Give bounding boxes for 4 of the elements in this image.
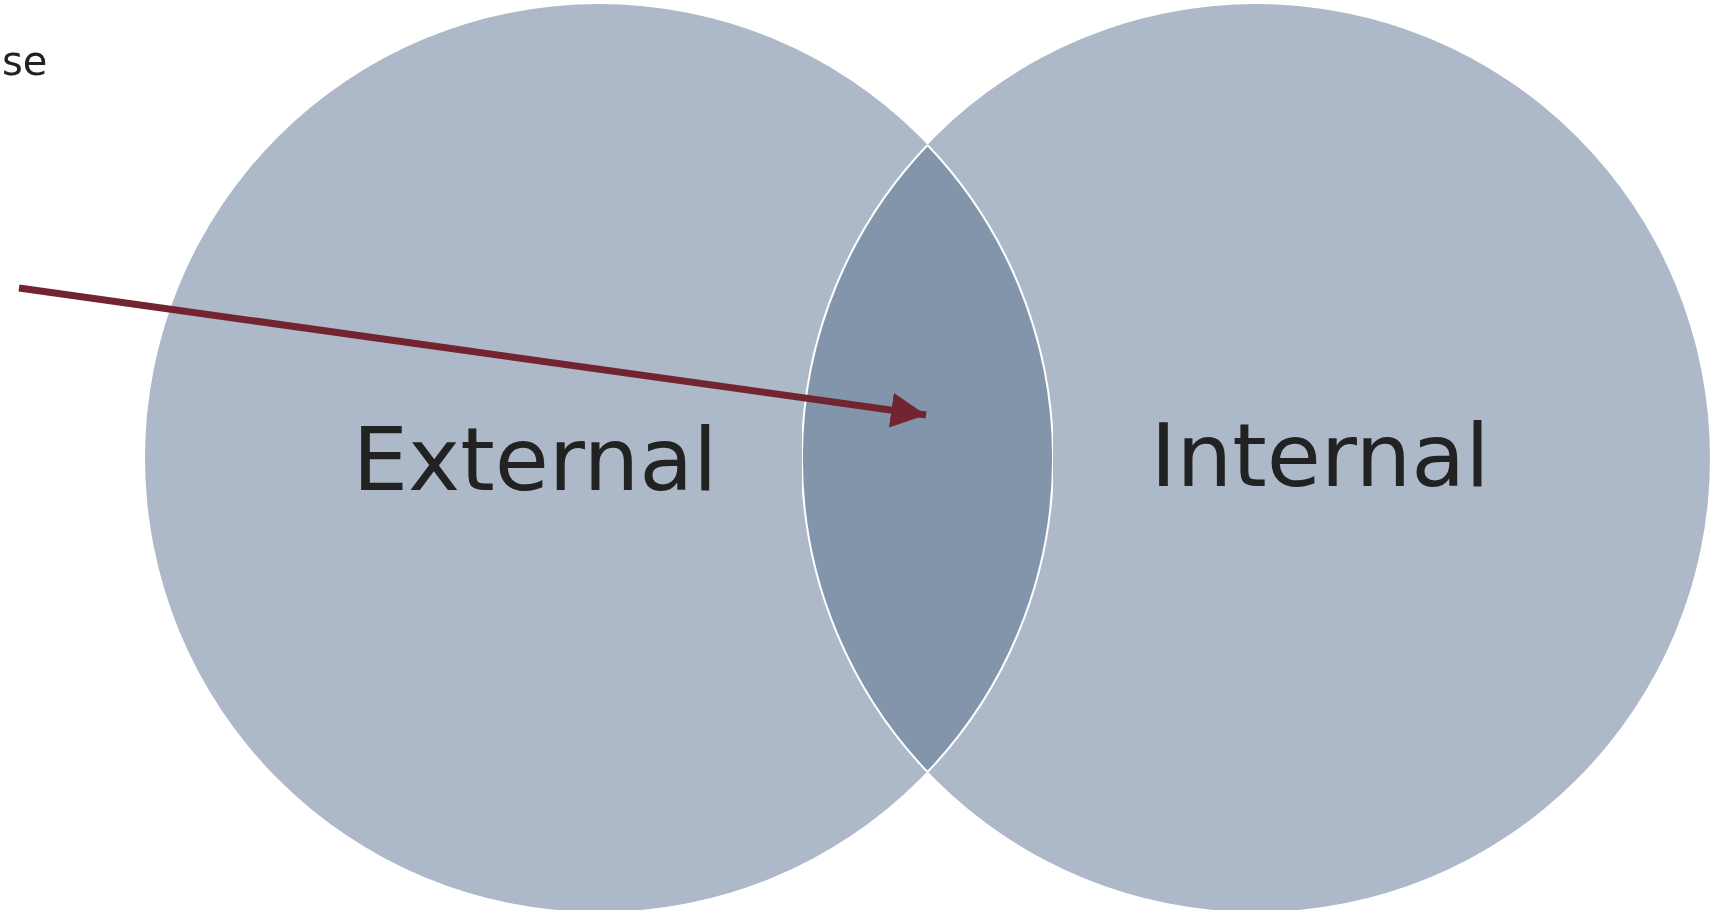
text-fragment: se [2, 38, 48, 84]
circle-label: Internal [1150, 403, 1490, 507]
arrow [18, 284, 927, 428]
circle-label: External [352, 407, 718, 511]
